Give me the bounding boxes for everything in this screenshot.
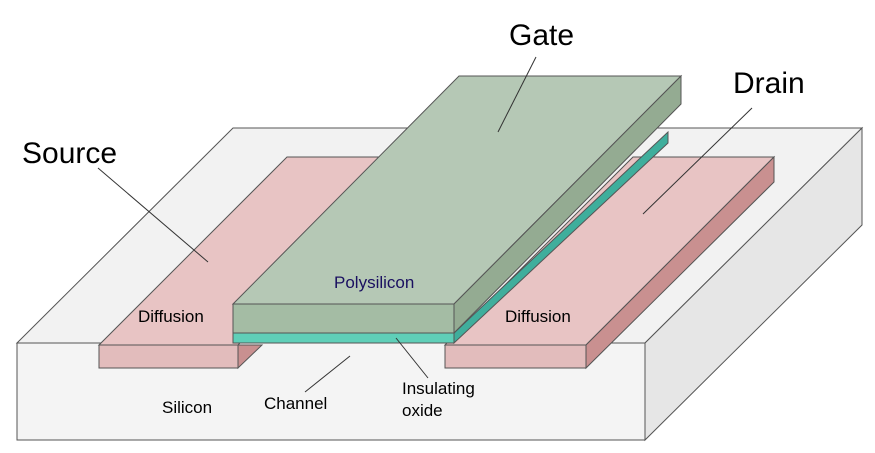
- silicon-label: Silicon: [162, 398, 212, 417]
- polysilicon-label: Polysilicon: [334, 273, 414, 292]
- oxide-leader-line: [395, 337, 429, 379]
- left-diffusion-label: Diffusion: [138, 307, 204, 326]
- left-diffusion-side: [237, 344, 264, 370]
- source-leader-line: [97, 167, 209, 263]
- channel-leader-line: [304, 355, 351, 393]
- left-diffusion-front: [98, 344, 239, 369]
- channel-label: Channel: [264, 394, 327, 413]
- insulating-oxide-label-line1: Insulating: [402, 379, 475, 398]
- gate-label: Gate: [509, 19, 574, 52]
- insulating-oxide-label-line2: oxide: [402, 401, 443, 420]
- drain-leader-line: [642, 107, 753, 215]
- gate-leader-line: [497, 56, 537, 133]
- source-label: Source: [22, 137, 117, 170]
- drain-label: Drain: [733, 67, 805, 100]
- right-diffusion-front: [444, 344, 587, 369]
- gate-front: [232, 303, 455, 334]
- oxide-front: [232, 332, 455, 344]
- right-diffusion-label: Diffusion: [505, 307, 571, 326]
